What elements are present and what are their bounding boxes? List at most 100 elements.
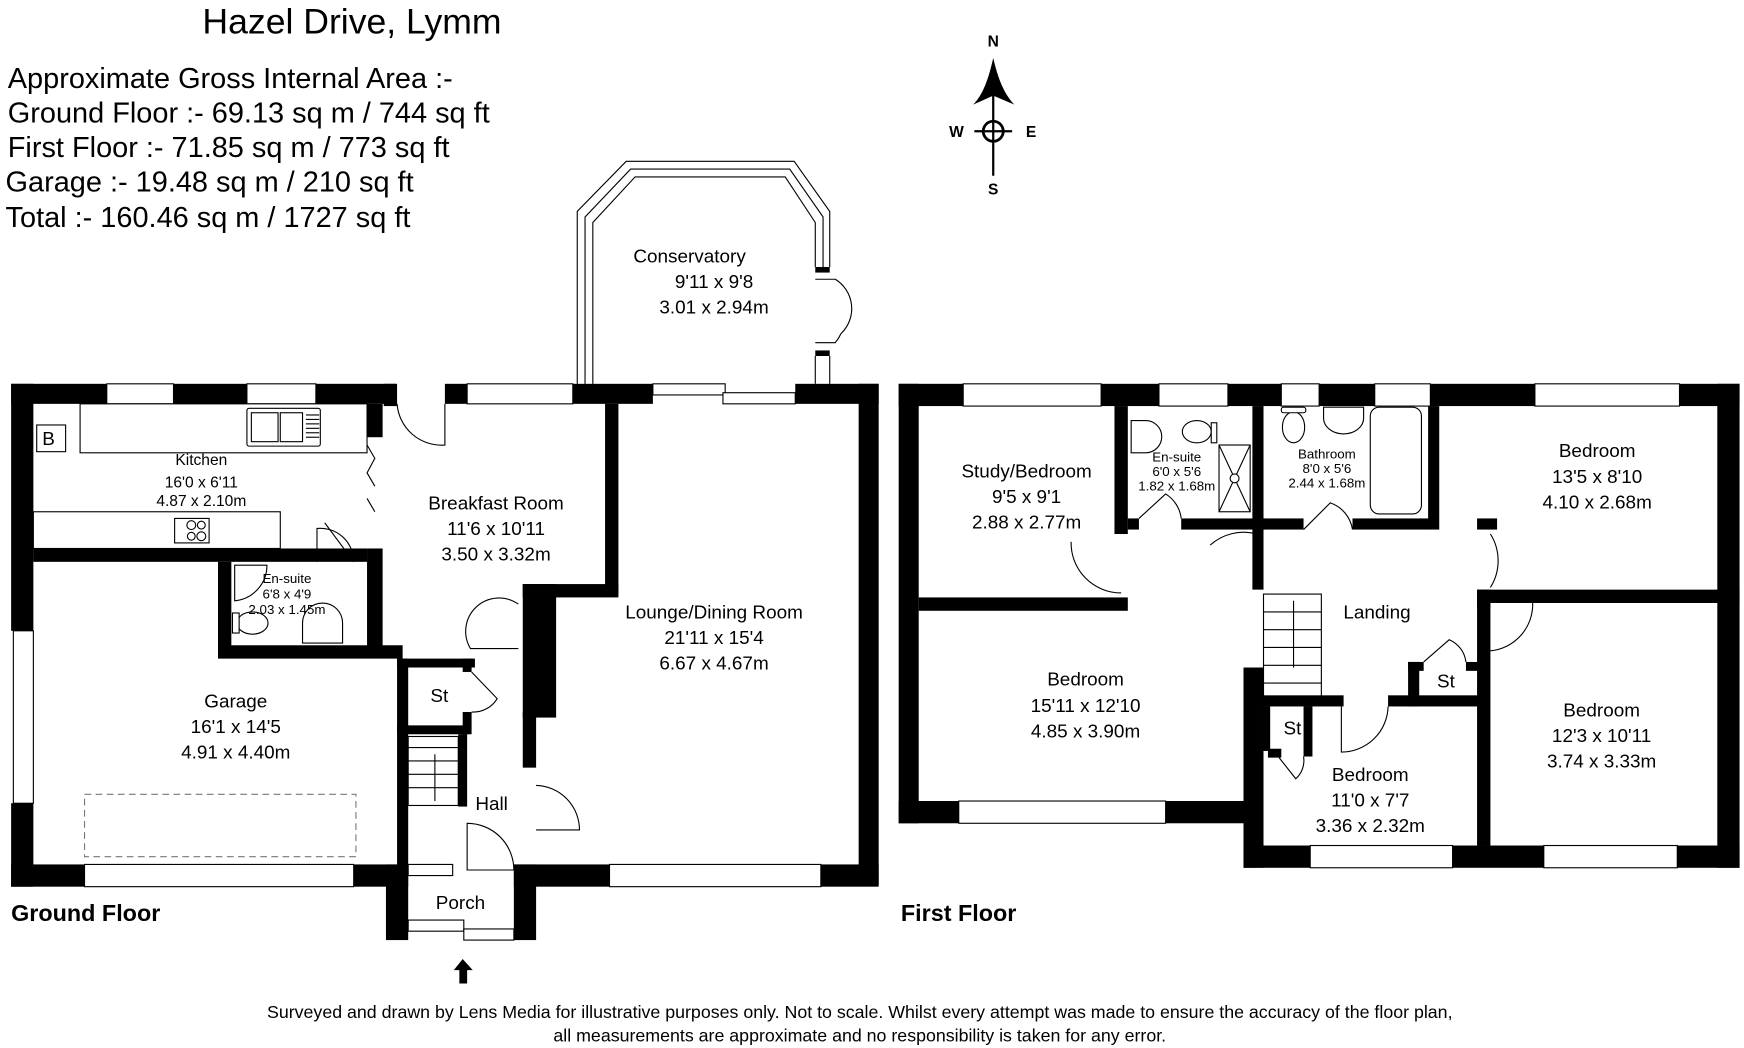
window [1543, 844, 1678, 869]
door [1340, 706, 1389, 753]
room-imperial-bedroom-ne: 13'5 x 8'10 [1552, 467, 1642, 488]
entrance-arrow-icon [453, 958, 473, 984]
window [466, 383, 574, 405]
room-name-bedroom-store: St [1283, 718, 1302, 739]
window [1309, 844, 1454, 869]
area-garage: Garage :- 19.48 sq m / 210 sq ft [6, 166, 414, 198]
hob-icon [174, 517, 210, 544]
room-name-bedroom-w: Bedroom [1047, 669, 1124, 690]
room-name-study: Study/Bedroom [961, 461, 1091, 482]
room-name-conservatory: Conservatory [633, 247, 746, 268]
room-metric-lounge: 6.67 x 4.67m [659, 654, 768, 675]
window [1534, 383, 1681, 407]
car-outline [83, 793, 357, 858]
first-floor-label: First Floor [901, 900, 1016, 926]
room-imperial-garage: 16'1 x 14'5 [191, 717, 281, 738]
patio-door [652, 383, 726, 396]
compass-west: W [949, 124, 964, 141]
basin-icon [301, 602, 344, 644]
window [1158, 383, 1229, 407]
room-imperial-study: 9'5 x 9'1 [992, 487, 1061, 508]
window [1374, 383, 1431, 407]
door [1138, 493, 1182, 519]
room-name-porch: Porch [436, 893, 485, 914]
room-name-breakfast: Breakfast Room [428, 494, 564, 515]
door [1209, 531, 1257, 546]
kitchen-worktop [32, 511, 281, 550]
room-name-ground-ensuite: En-suite [263, 571, 312, 586]
area-first-floor: First Floor :- 71.85 sq m / 773 sq ft [8, 132, 450, 164]
room-metric-kitchen: 4.87 x 2.10m [156, 493, 246, 510]
compass-north: N [988, 34, 999, 51]
door [465, 597, 519, 650]
room-metric-ground-ensuite: 2.03 x 1.45m [248, 602, 325, 617]
room-metric-first-ensuite: 1.82 x 1.68m [1138, 479, 1215, 494]
first-floor-plan: Study/Bedroom 9'5 x 9'1 2.88 x 2.77m En-… [898, 383, 1740, 926]
room-name-hall: Hall [475, 794, 508, 815]
bifold-door [366, 444, 376, 513]
window [958, 800, 1167, 824]
compass-east: E [1026, 124, 1036, 141]
front-door [463, 928, 515, 941]
room-name-kitchen: Kitchen [175, 452, 227, 469]
room-name-bedroom-se: Bedroom [1563, 700, 1640, 721]
area-heading: Approximate Gross Internal Area :- [8, 63, 453, 95]
patio-door [722, 392, 796, 405]
room-name-first-ensuite: En-suite [1152, 450, 1201, 465]
basin-icon [1130, 419, 1163, 454]
boiler-icon: B [36, 424, 67, 453]
window [962, 383, 1102, 407]
room-metric-bedroom-se: 3.74 x 3.33m [1547, 752, 1656, 773]
door [316, 527, 355, 562]
room-metric-conservatory: 3.01 x 2.94m [659, 298, 768, 319]
compass-icon: N S E W [949, 34, 1036, 199]
window [608, 863, 822, 888]
room-imperial-conservatory: 9'11 x 9'8 [675, 272, 753, 293]
room-imperial-bedroom-w: 15'11 x 12'10 [1031, 696, 1141, 717]
door [396, 403, 446, 446]
shower-icon [1218, 444, 1251, 513]
door [466, 822, 515, 871]
room-name-bedroom-s: Bedroom [1332, 765, 1409, 786]
room-imperial-ground-ensuite: 6'8 x 4'9 [263, 587, 312, 602]
toilet-icon [1280, 406, 1307, 444]
shower-icon [234, 564, 268, 602]
door [471, 671, 498, 713]
plan-title: Hazel Drive, Lymm [202, 1, 501, 41]
door [1489, 533, 1499, 588]
garage-door [83, 863, 355, 888]
window [106, 383, 175, 405]
window [246, 383, 317, 405]
room-metric-bathroom: 2.44 x 1.68m [1288, 475, 1365, 490]
room-name-garage: Garage [204, 692, 267, 713]
door [1278, 756, 1305, 780]
window [1280, 383, 1320, 407]
stairs-icon [1262, 593, 1322, 702]
room-metric-bedroom-s: 3.36 x 2.32m [1316, 816, 1425, 837]
room-name-bedroom-ne: Bedroom [1559, 441, 1636, 462]
room-metric-bedroom-w: 4.85 x 3.90m [1031, 722, 1140, 743]
conservatory-frame [576, 160, 853, 384]
door [536, 784, 581, 831]
basin-icon [1323, 406, 1365, 435]
compass-south: S [988, 182, 998, 199]
kitchen-worktop [79, 403, 368, 454]
room-imperial-bathroom: 8'0 x 5'6 [1303, 461, 1352, 476]
door [1070, 541, 1122, 594]
room-metric-bedroom-ne: 4.10 x 2.68m [1543, 492, 1652, 513]
bath-icon [1369, 406, 1423, 515]
disclaimer-line-1: Surveyed and drawn by Lens Media for ill… [267, 1002, 1453, 1022]
door [1303, 502, 1354, 530]
room-name-landing-store: St [1437, 672, 1456, 693]
room-name-landing: Landing [1343, 603, 1410, 624]
stairs-icon [407, 735, 459, 807]
window [12, 630, 34, 804]
wall [11, 383, 107, 404]
room-metric-breakfast: 3.50 x 3.32m [441, 545, 550, 566]
room-name-ground-store: St [430, 686, 449, 707]
room-name-lounge: Lounge/Dining Room [625, 603, 803, 624]
area-total: Total :- 160.46 sq m / 1727 sq ft [6, 202, 411, 234]
toilet-icon [1181, 419, 1218, 444]
room-metric-study: 2.88 x 2.77m [972, 512, 1081, 533]
boiler-label: B [42, 429, 55, 450]
